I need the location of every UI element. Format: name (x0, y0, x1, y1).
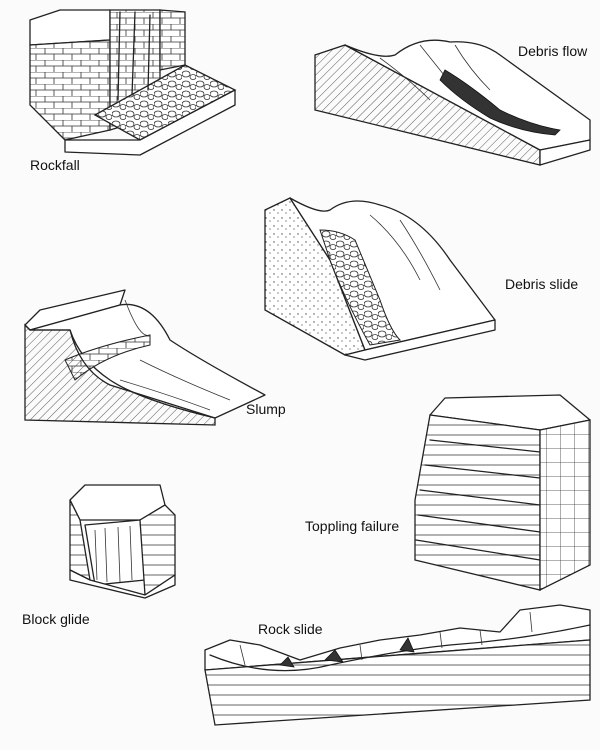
rockfall-illustration (29, 9, 237, 156)
debris-flow-illustration (314, 39, 591, 166)
slump-illustration (24, 289, 266, 426)
label-rock-slide: Rock slide (258, 621, 323, 637)
label-debris-slide: Debris slide (505, 276, 578, 292)
rock-slide-illustration (204, 604, 591, 726)
label-block-glide: Block glide (22, 611, 90, 627)
block-glide-illustration (69, 484, 176, 599)
label-debris-flow: Debris flow (518, 43, 588, 59)
label-slump: Slump (246, 401, 286, 417)
debris-slide-illustration (264, 197, 496, 361)
label-toppling-failure: Toppling failure (305, 518, 399, 534)
label-rockfall: Rockfall (30, 157, 80, 173)
toppling-failure-illustration (414, 394, 591, 592)
